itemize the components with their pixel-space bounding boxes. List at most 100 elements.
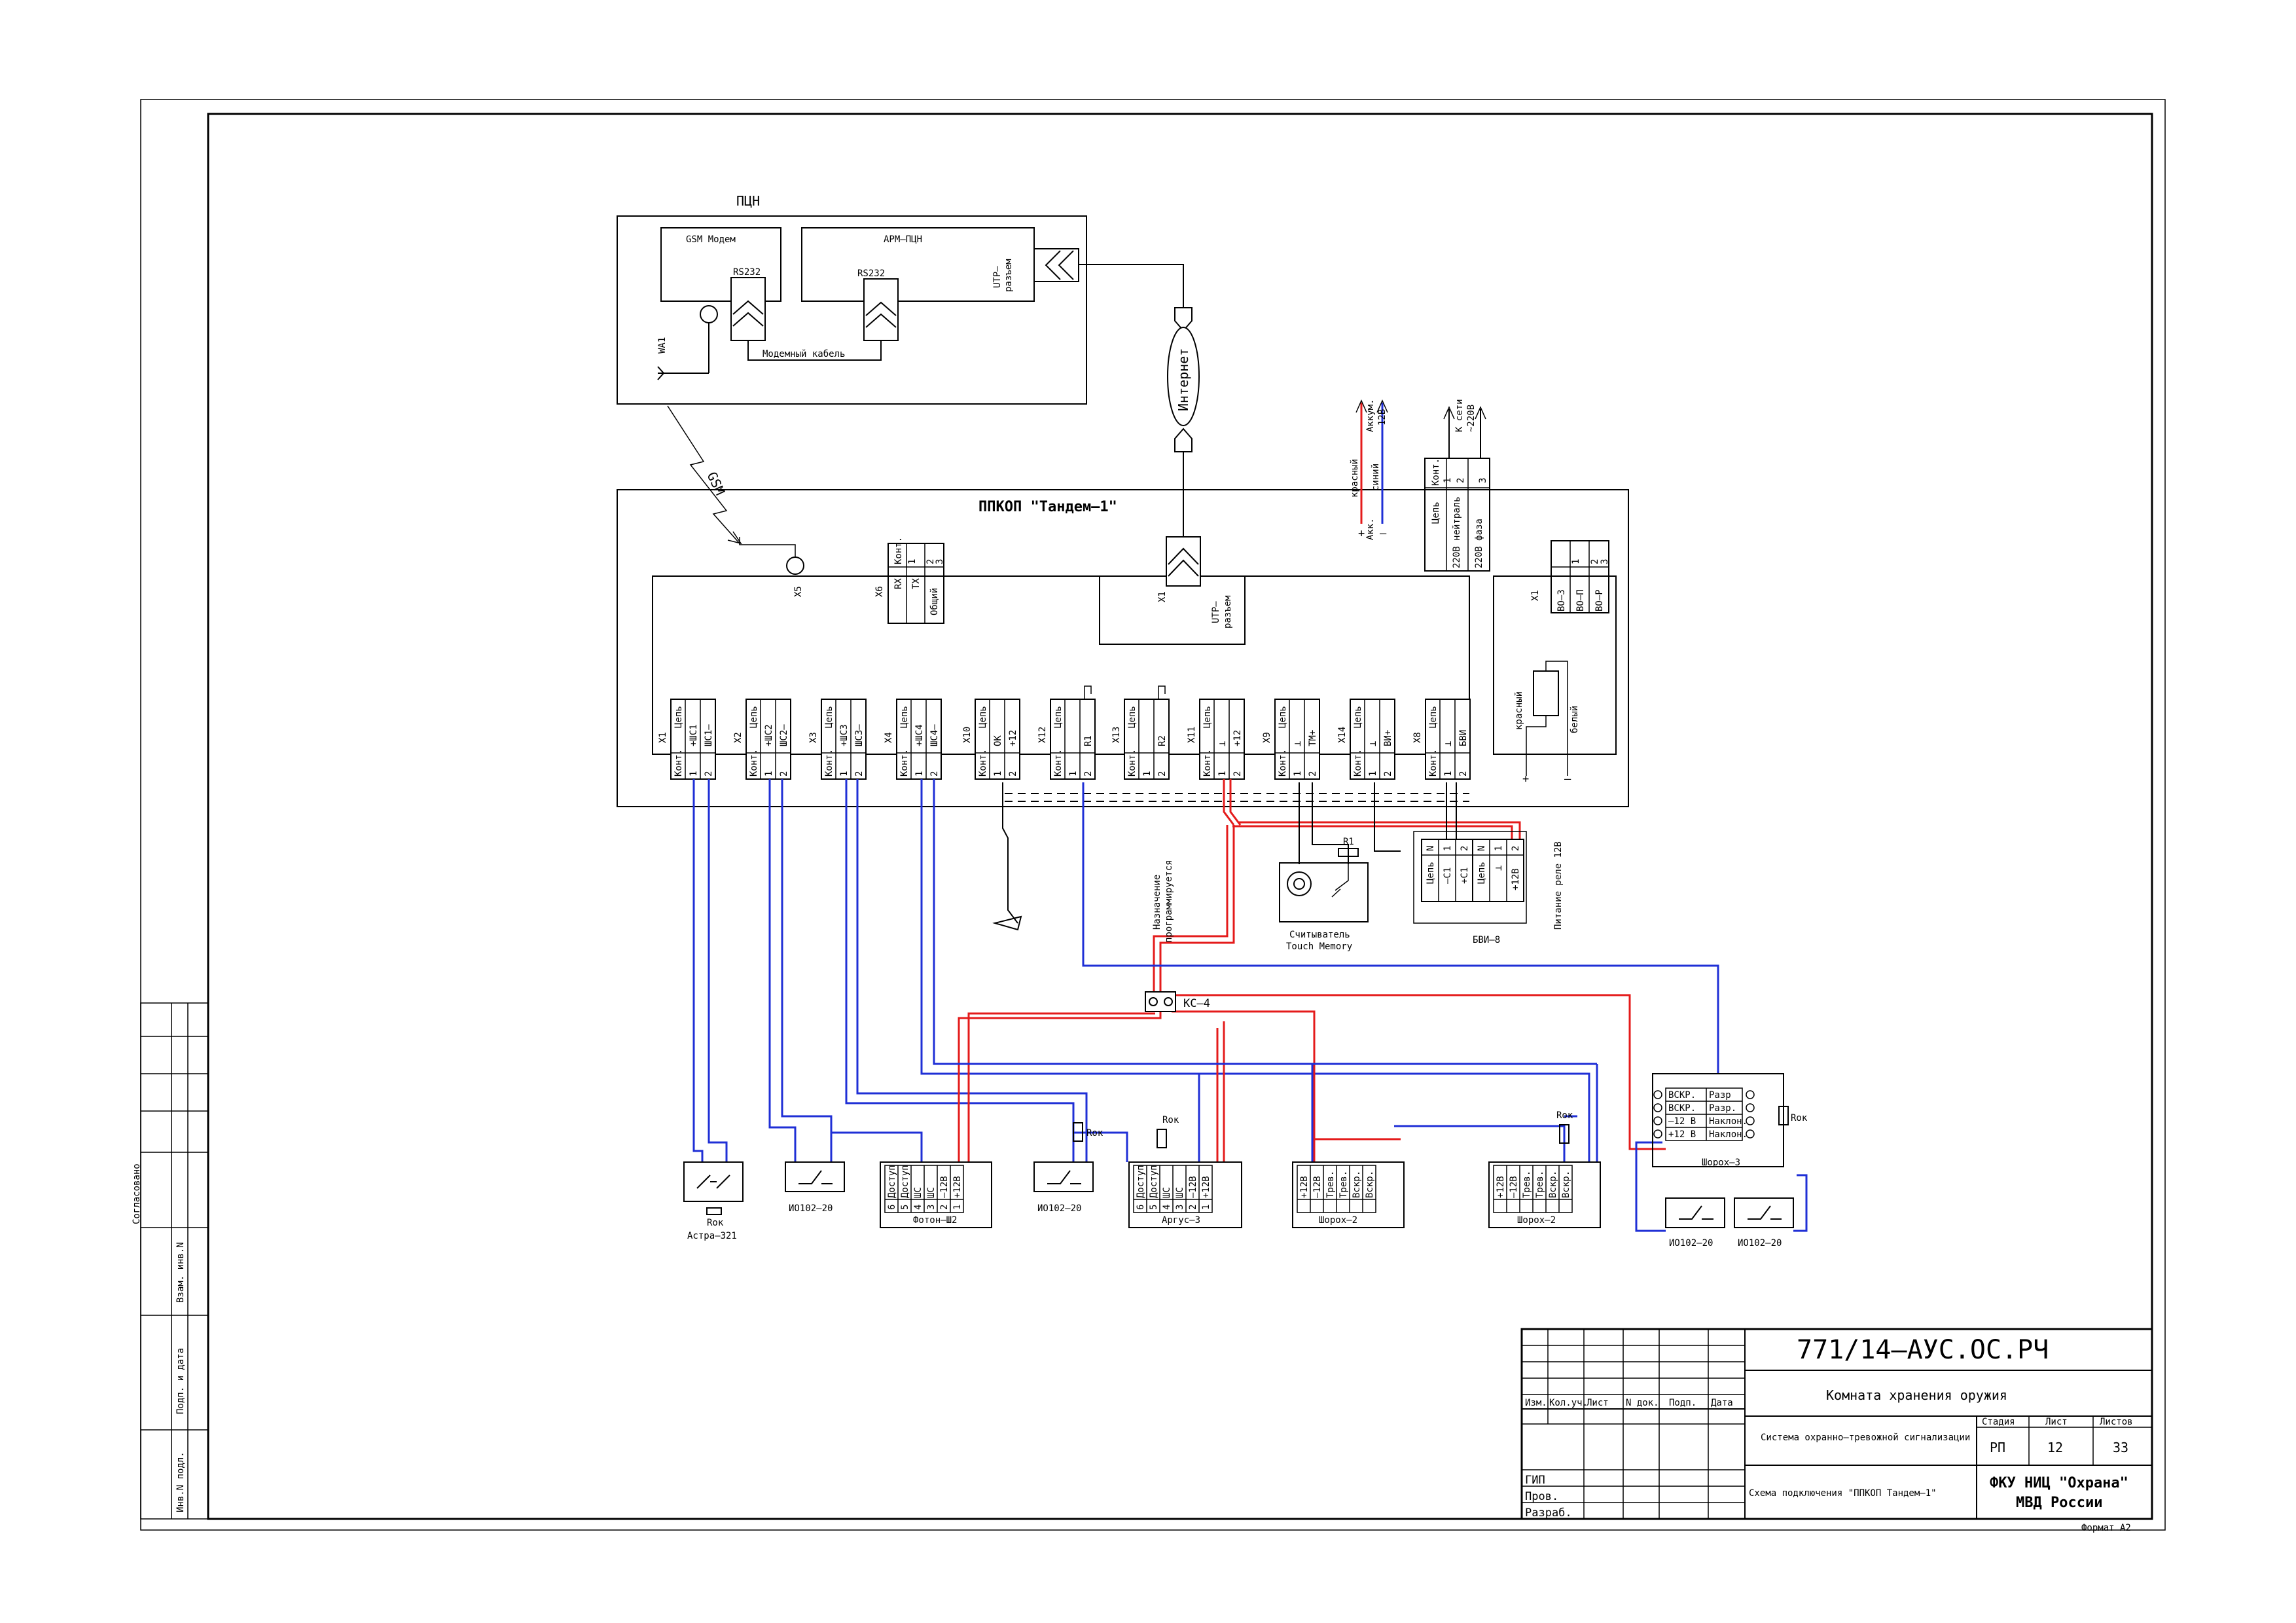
shorokh3-rok-icon	[1778, 1106, 1789, 1125]
side-podp: Подп. и дата	[175, 1348, 186, 1414]
pin-number: 1	[1201, 1205, 1211, 1210]
io102-2-icon	[1047, 1170, 1081, 1184]
supply-block: красный синий Аккум. 12В Акк. + – К сети…	[1350, 399, 1490, 572]
object-name: Комната хранения оружия	[1826, 1387, 2007, 1403]
ptsn-block: ПЦН GSM Модем RS232 WA1 АРМ–ПЦН RS232 UT…	[617, 193, 1087, 405]
foton-label: Фотон–Ш2	[913, 1215, 957, 1226]
pin-label: –12В	[1312, 1176, 1323, 1198]
io102-3-icon	[1679, 1205, 1713, 1220]
relay-ground: ⊥	[1494, 866, 1504, 871]
side-vzam: Взам. инв.N	[175, 1242, 186, 1303]
hdr-kol: Кол.уч.	[1549, 1398, 1588, 1408]
relay-n: N	[1477, 846, 1487, 851]
stage-value: РП	[1990, 1440, 2005, 1455]
device-pin-tables: Доступ6Доступ5ШС4ШС3–12В2+12В1Доступ6Дос…	[884, 1087, 1755, 1213]
sh3-right: Наклон.	[1709, 1129, 1748, 1140]
terminal-n2: 2	[1383, 771, 1393, 776]
gsm-label: GSM	[704, 469, 728, 498]
pin-label: Вскр.	[1561, 1171, 1571, 1198]
astra-321-box	[683, 1161, 744, 1202]
role-gip: ГИП	[1525, 1474, 1545, 1487]
org-line1: ФКУ НИЦ "Охрана"	[1990, 1475, 2128, 1491]
terminal-contact-2: ШС1–	[704, 724, 714, 746]
system-name: Система охранно–тревожной сигнализации	[1761, 1432, 1970, 1443]
bvi-outline	[1413, 831, 1527, 924]
io102-2-rok: Rок	[1086, 1128, 1103, 1139]
hdr-data: Дата	[1711, 1398, 1733, 1408]
pin-number: 5	[900, 1205, 910, 1210]
terminal-id: X1	[658, 732, 668, 743]
power-vo3: ВО–3	[1556, 589, 1567, 611]
gsm-modem-label: GSM Модем	[686, 234, 736, 245]
terminal-n2: 2	[929, 771, 940, 776]
side-agreed: Согласовано	[132, 1163, 142, 1224]
terminal-id: X14	[1337, 727, 1348, 743]
pin-label: +12В	[952, 1176, 963, 1198]
supply-plus: +	[1358, 527, 1365, 540]
pin-label: Вскр.	[1365, 1171, 1375, 1198]
terminal-contact-2: ШС2–	[779, 724, 789, 746]
terminal-id: X10	[962, 727, 973, 743]
ptsn-utp-label2: разъем	[1003, 259, 1014, 292]
pin-number: 6	[1136, 1205, 1146, 1210]
terminal-kont: Конт.	[1278, 749, 1288, 776]
org-line2: МВД России	[2016, 1495, 2102, 1511]
pin-label: ШС	[913, 1187, 924, 1198]
pin-label: Доступ	[900, 1165, 910, 1198]
bvi-label: БВИ–8	[1473, 935, 1500, 945]
internet-cloud-icon	[1167, 327, 1200, 426]
pin-number: 6	[887, 1205, 897, 1210]
pin-number: 3	[1175, 1205, 1185, 1210]
argus-box	[1128, 1161, 1242, 1228]
sheet-frame	[140, 99, 2166, 1531]
supply-kont: Конт.	[1431, 458, 1441, 486]
resistor-r1-icon	[1338, 848, 1359, 857]
x6-n2: 2	[925, 559, 936, 564]
ppkop-block: ППКОП "Тандем–1" X5 X6 Конт. RX TX Общий…	[617, 489, 1629, 807]
pin-label: +12В	[1201, 1176, 1211, 1198]
sh3-right: Разр	[1709, 1090, 1731, 1101]
terminal-contact-1: +ШС3	[839, 724, 850, 746]
relay-12v: +12В	[1511, 868, 1521, 890]
supply-n2: 2	[1456, 478, 1466, 483]
io102-1-box	[785, 1161, 845, 1192]
io102-2-label: ИО102–20	[1037, 1203, 1081, 1214]
terminal-contact-1: ⊥	[1293, 741, 1303, 746]
arm-label: АРМ–ПЦН	[884, 234, 922, 245]
io102-1-label: ИО102–20	[789, 1203, 833, 1214]
foton-box	[880, 1161, 992, 1228]
relay-power-label: Питание реле 12В	[1553, 841, 1564, 930]
supply-n3: 3	[1478, 478, 1488, 483]
pin-label: Доступ	[1136, 1165, 1146, 1198]
terminal-n1: 1	[914, 771, 925, 776]
supply-akk-short: Акк.	[1365, 518, 1376, 540]
rs232-a-label: RS232	[733, 267, 761, 278]
terminal-kont: Конт.	[673, 749, 684, 776]
terminal-contact-2: +12	[1232, 730, 1243, 746]
sh3-right: Разр.	[1709, 1103, 1736, 1114]
shorokh3-rok: Rок	[1791, 1113, 1808, 1123]
terminal-cep: Цепь	[1202, 706, 1213, 728]
sh3-left: ВСКР.	[1668, 1090, 1696, 1101]
shorokh2a-box	[1292, 1161, 1405, 1228]
battery-minus: –	[1564, 773, 1571, 786]
x6-rx: RX	[893, 578, 904, 589]
modem-antenna-connector-icon	[700, 305, 718, 323]
sheet-title: Схема подключения "ППКОП Тандем–1"	[1749, 1488, 1937, 1499]
x5-label: X5	[793, 586, 804, 597]
io102-2-box	[1033, 1161, 1094, 1192]
terminal-screw-icon	[1746, 1129, 1755, 1139]
io102-3-label: ИО102–20	[1669, 1238, 1713, 1249]
pin-number: 5	[1149, 1205, 1159, 1210]
sheets-value: 33	[2113, 1440, 2128, 1455]
jumper-icon	[1084, 685, 1092, 699]
battery-red: красный	[1514, 691, 1524, 730]
ks4-junction-icon	[1145, 991, 1176, 1012]
x6-common: Общий	[929, 588, 940, 615]
pin-label: Трев.	[1325, 1171, 1336, 1198]
shorokh3-label: Шорох–3	[1702, 1158, 1740, 1168]
